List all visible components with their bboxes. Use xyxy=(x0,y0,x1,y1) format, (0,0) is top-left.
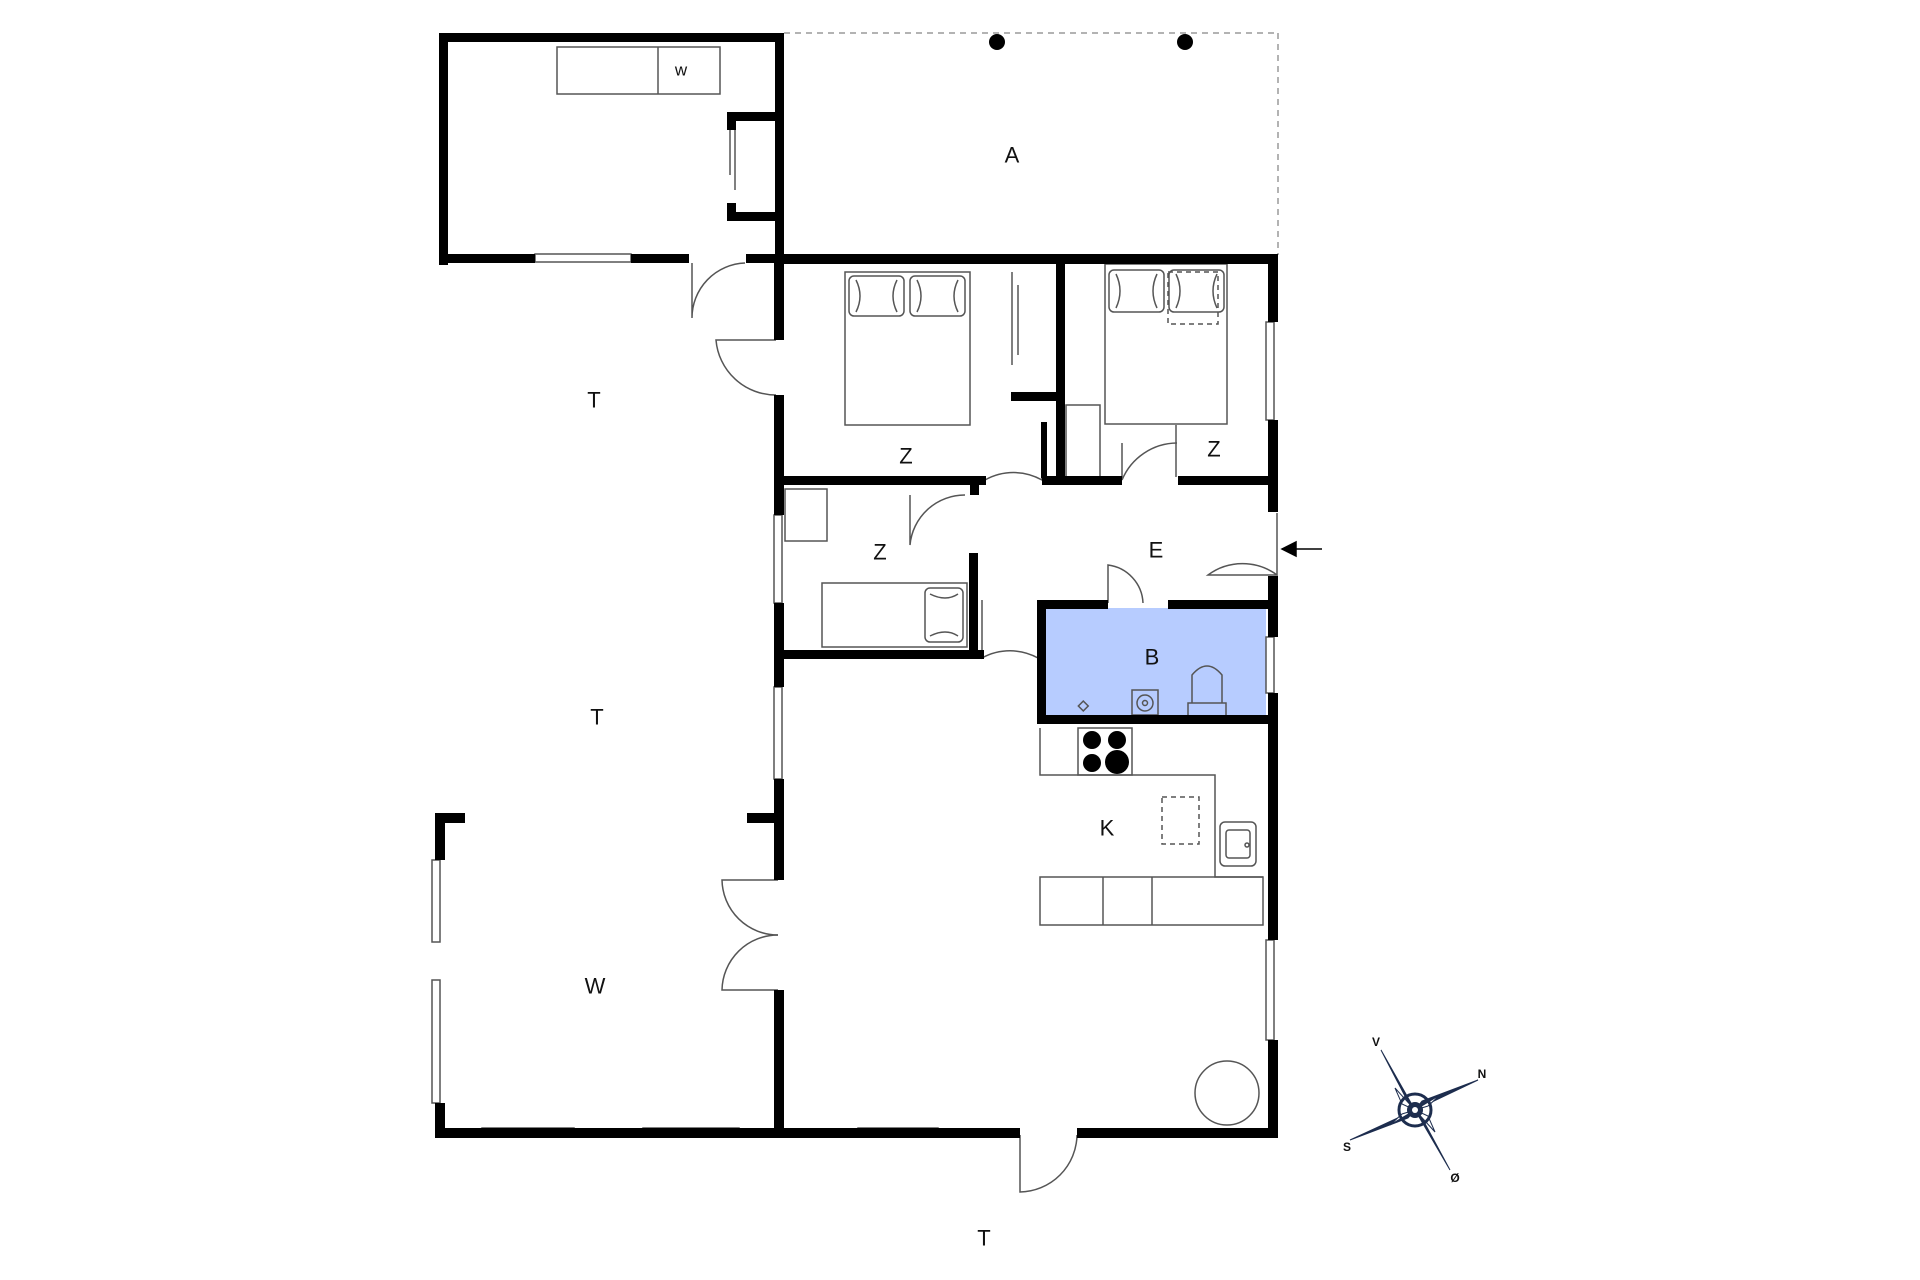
wood-stove xyxy=(1194,1060,1260,1126)
pillow xyxy=(848,275,905,317)
compass-east-label: Ø xyxy=(1450,1171,1459,1185)
compass-north-label: N xyxy=(1478,1067,1487,1081)
room-label-terrace-west-upper: T xyxy=(587,388,600,413)
room-label-bedroom-2: Z xyxy=(1207,437,1220,462)
terrace-post xyxy=(989,34,1005,50)
compass-rose-icon xyxy=(1349,1049,1479,1171)
room-label-conservatory: W xyxy=(585,974,606,999)
room-label-entrance: E xyxy=(1149,538,1164,563)
pillow xyxy=(924,587,964,643)
bathroom-fill xyxy=(1044,608,1266,718)
pillow xyxy=(1168,269,1225,313)
terrace-a-outline xyxy=(784,32,1279,255)
pillow xyxy=(909,275,966,317)
pillow xyxy=(1108,269,1165,313)
annex-counter xyxy=(556,46,721,95)
room-label-bathroom: B xyxy=(1145,645,1160,670)
room-label-bedroom-1: Z xyxy=(899,444,912,469)
room-label-terrace-west-middle: T xyxy=(590,705,603,730)
room-label-terrace-a: A xyxy=(1005,143,1020,168)
entrance-arrow-icon xyxy=(1280,540,1322,558)
hob-burners xyxy=(1083,731,1129,774)
dishwasher xyxy=(1161,796,1200,845)
washer-label: w xyxy=(674,61,688,80)
fixtures xyxy=(556,46,1264,1126)
kitchen-sink xyxy=(1219,821,1257,867)
walls xyxy=(435,33,1278,1138)
single-bed xyxy=(821,582,968,648)
doors xyxy=(691,262,1278,1193)
compass-west-label: V xyxy=(1372,1035,1380,1049)
terrace-post xyxy=(1177,34,1193,50)
stove-area xyxy=(1077,727,1133,776)
double-bed xyxy=(844,271,971,426)
room-label-kitchen: K xyxy=(1100,816,1115,841)
room-label-terrace-south: T xyxy=(977,1226,990,1251)
room-label-bedroom-3: Z xyxy=(873,540,886,565)
compass-south-label: S xyxy=(1343,1140,1351,1154)
double-bed xyxy=(1104,263,1228,425)
